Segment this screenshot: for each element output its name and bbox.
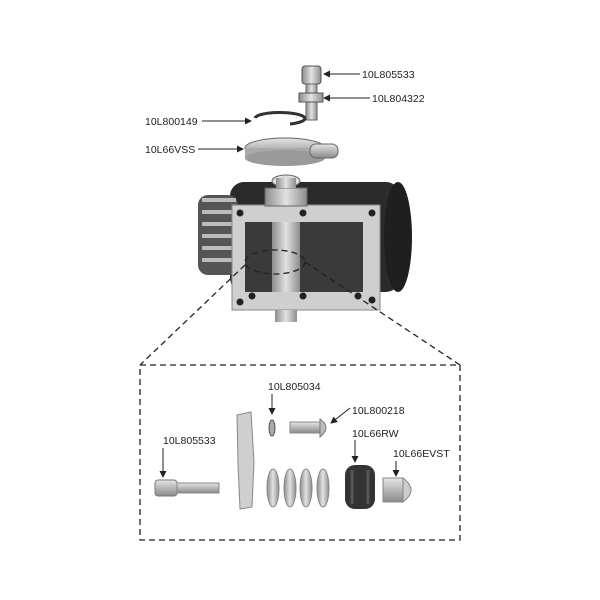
label-10l804322: 10L804322 [372, 93, 425, 105]
detail-box [139, 364, 461, 541]
label-10l805533-detail: 10L805533 [163, 435, 216, 447]
e-clip [253, 111, 307, 126]
lever-arm [236, 411, 255, 510]
label-10l66evst: 10L66EVST [393, 448, 450, 460]
label-10l66vss: 10L66VSS [145, 144, 195, 156]
lock-washer [268, 419, 276, 437]
end-stop [382, 476, 412, 504]
label-10l800218: 10L800218 [352, 405, 405, 417]
cap-screw-top [298, 65, 324, 121]
label-10l805533-top: 10L805533 [362, 69, 415, 81]
callout-line-left [139, 264, 246, 366]
cap-screw-detail [154, 479, 220, 497]
callout-line-right [304, 261, 461, 366]
label-10l800149: 10L800149 [145, 116, 198, 128]
label-10l66rw: 10L66RW [352, 428, 399, 440]
spring-lever [244, 137, 339, 166]
button-head-screw [289, 418, 327, 439]
roller-wheel [345, 465, 375, 509]
hex-nut [298, 92, 324, 103]
valve-body [198, 174, 412, 322]
label-10l805034: 10L805034 [268, 381, 321, 393]
arrow-10l800218 [330, 407, 351, 424]
spacer-washers [266, 468, 330, 508]
threaded-inlet [198, 195, 238, 275]
